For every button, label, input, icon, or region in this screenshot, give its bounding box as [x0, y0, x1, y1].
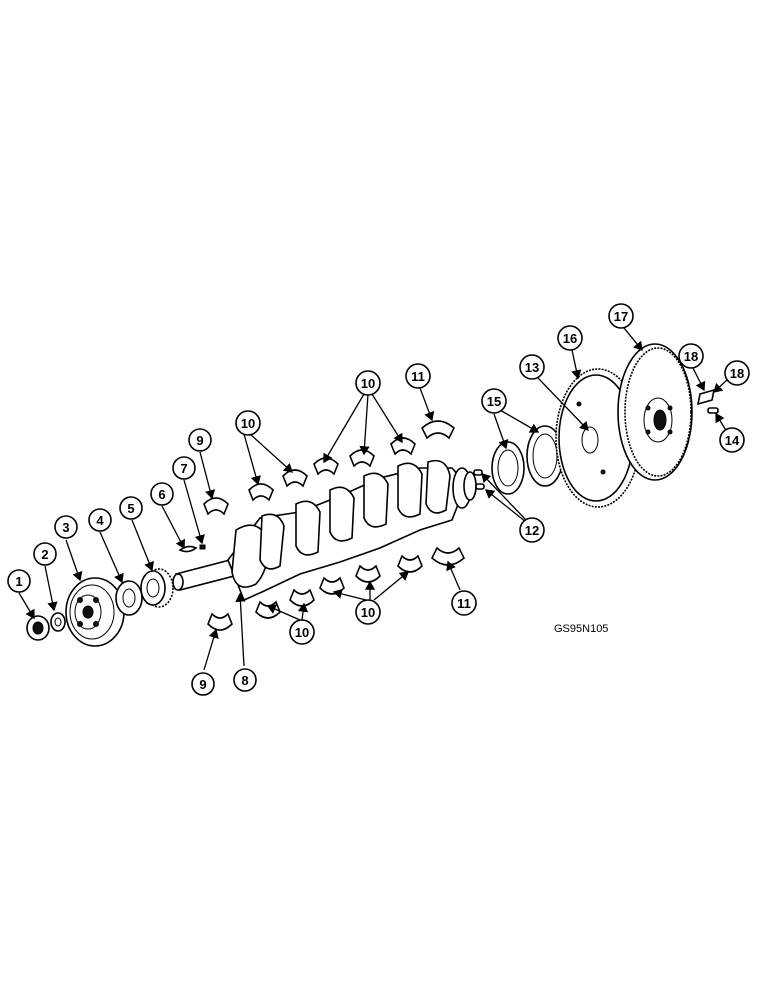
part-retaining-plate	[696, 388, 719, 414]
callout-3-label: 3	[62, 520, 69, 535]
callout-11-bottom-label: 11	[457, 596, 471, 611]
callout-9-top: 9	[188, 428, 212, 452]
callout-18-left-label: 18	[684, 349, 698, 364]
callout-9-bottom-label: 9	[199, 677, 206, 692]
callout-6-label: 6	[158, 487, 165, 502]
callout-17-label: 17	[614, 309, 628, 324]
bearing-shell-lower-row	[207, 546, 465, 631]
callout-7: 7	[172, 456, 196, 480]
callout-6: 6	[150, 482, 174, 506]
part-rear-seal	[491, 425, 564, 495]
callout-12-label: 12	[525, 523, 539, 538]
callout-2: 2	[33, 542, 57, 566]
part-nut	[26, 615, 50, 641]
callout-1: 1	[7, 569, 31, 593]
callout-4: 4	[88, 508, 112, 532]
bearing-shell-upper-row	[203, 420, 455, 516]
callout-9-top-label: 9	[196, 433, 203, 448]
callout-4-label: 4	[96, 513, 104, 528]
part-flywheel	[617, 343, 693, 481]
callout-13: 13	[519, 354, 545, 380]
callout-10-bottom-left-label: 10	[295, 625, 309, 640]
callout-16-label: 16	[563, 331, 577, 346]
callout-10-top-right-label: 10	[361, 376, 375, 391]
callout-7-label: 7	[180, 461, 187, 476]
leader-lines	[18, 327, 728, 671]
callout-10-top-left-label: 10	[241, 416, 255, 431]
callout-10-top-right: 10	[355, 370, 381, 396]
callout-12: 12	[519, 517, 545, 543]
callout-9-bottom: 9	[191, 672, 215, 696]
part-ring-gear	[555, 368, 641, 508]
figure-code: GS95N105	[554, 623, 608, 635]
callout-14-label: 14	[725, 433, 740, 448]
callout-3: 3	[54, 515, 78, 539]
callout-16: 16	[557, 325, 583, 351]
callout-11-top-label: 11	[411, 369, 425, 384]
callout-11-top: 11	[405, 363, 431, 389]
part-spacer-ring	[115, 580, 143, 616]
callout-18-left: 18	[678, 343, 704, 369]
part-dowel-pins	[473, 469, 485, 490]
callout-10-bottom-left: 10	[289, 619, 315, 645]
part-crankshaft-gear	[140, 568, 174, 608]
callout-11-bottom: 11	[451, 590, 477, 616]
callout-8-label: 8	[241, 673, 248, 688]
callout-17: 17	[608, 303, 634, 329]
callout-8: 8	[233, 668, 257, 692]
callout-15-label: 15	[487, 394, 501, 409]
callout-14: 14	[719, 427, 745, 453]
callout-10-bottom-right: 10	[355, 599, 381, 625]
part-washer	[50, 612, 66, 632]
callout-2-label: 2	[41, 547, 48, 562]
callout-5: 5	[119, 496, 143, 520]
part-key	[178, 545, 198, 553]
callout-1-label: 1	[15, 574, 22, 589]
callout-13-label: 13	[525, 360, 539, 375]
callout-10-bottom-right-label: 10	[361, 605, 375, 620]
part-crankshaft	[172, 459, 477, 602]
callout-10-top-left: 10	[235, 410, 261, 436]
callout-5-label: 5	[127, 501, 134, 516]
part-key-small	[199, 544, 206, 550]
part-pulley	[65, 577, 125, 647]
callout-18-right-label: 18	[730, 366, 744, 381]
callout-18-right: 18	[724, 360, 750, 386]
callout-15: 15	[481, 388, 507, 414]
